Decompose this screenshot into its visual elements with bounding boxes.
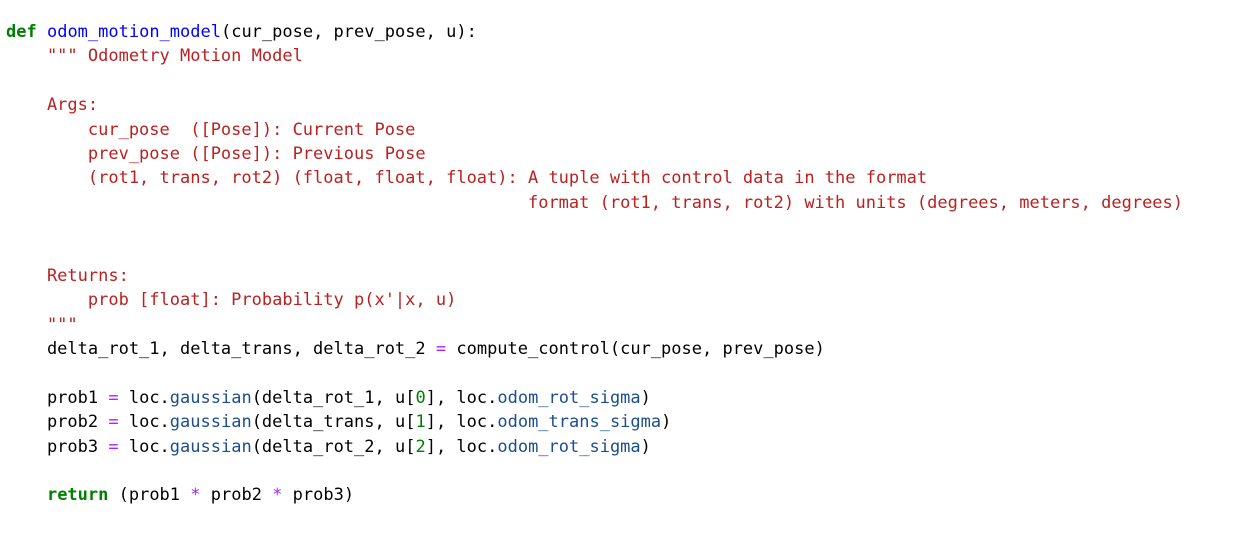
return-expr: (prob1 (108, 485, 191, 506)
function-name: odom_motion_model (46, 22, 221, 42)
def-keyword: def (6, 22, 37, 42)
close-paren: ) (640, 387, 651, 408)
method-name: gaussian (169, 412, 252, 433)
blank-line (6, 240, 1183, 264)
code-line-def: def odom_motion_model(cur_pose, prev_pos… (6, 20, 1183, 44)
blank-line (6, 459, 1183, 483)
return-expr: prob2 (200, 485, 273, 506)
multiply-operator: * (272, 485, 283, 506)
variable: prob1 (6, 387, 109, 408)
call-args: ], loc. (425, 412, 498, 433)
variable: prob3 (6, 436, 109, 457)
docstring-line: prev_pose ([Pose]): Previous Pose (6, 143, 426, 164)
call-args: (delta_trans, u[ (251, 412, 416, 433)
multiply-operator: * (190, 485, 201, 506)
index-number: 1 (415, 412, 426, 433)
call-args: (delta_rot_2, u[ (251, 436, 416, 457)
compute-control-call: compute_control(cur_pose, prev_pose) (446, 339, 825, 360)
return-keyword: return (46, 485, 109, 506)
attribute-name: odom_rot_sigma (497, 387, 641, 408)
index-number: 0 (415, 387, 426, 408)
blank-line (6, 69, 1183, 93)
assignment-targets: delta_rot_1, delta_trans, delta_rot_2 (6, 339, 436, 360)
return-expr: prob3) (282, 485, 355, 506)
call-args: (delta_rot_1, u[ (251, 387, 416, 408)
indent (6, 485, 47, 505)
call-args: ], loc. (425, 436, 498, 457)
method-name: gaussian (169, 387, 252, 408)
variable: prob2 (6, 412, 109, 433)
code-line-prob3: prob3 = loc.gaussian(delta_rot_2, u[2], … (6, 435, 1183, 459)
docstring-line: cur_pose ([Pose]): Current Pose (6, 119, 416, 140)
close-paren: ) (661, 412, 672, 433)
docstring-line: """ (6, 314, 78, 335)
assign-operator: = (108, 412, 119, 433)
docstring-line: format (rot1, trans, rot2) with units (d… (6, 192, 1184, 213)
index-number: 2 (415, 436, 426, 457)
docstring-line: (rot1, trans, rot2) (float, float, float… (6, 168, 928, 189)
object-ref: loc. (118, 412, 170, 433)
assign-operator: = (435, 339, 447, 360)
docstring-line: Args: (6, 95, 99, 116)
blank-line (6, 361, 1183, 385)
close-paren: ) (640, 436, 651, 457)
docstring-line: """ Odometry Motion Model (6, 46, 303, 67)
docstring-line: prob [float]: Probability p(x'|x, u) (6, 290, 457, 311)
code-line-prob1: prob1 = loc.gaussian(delta_rot_1, u[0], … (6, 386, 1183, 410)
blank-line (6, 215, 1183, 239)
attribute-name: odom_trans_sigma (497, 412, 662, 433)
call-args: ], loc. (425, 387, 498, 408)
attribute-name: odom_rot_sigma (497, 436, 641, 457)
object-ref: loc. (118, 387, 170, 408)
object-ref: loc. (118, 436, 170, 457)
code-line-return: return (prob1 * prob2 * prob3) (6, 483, 1183, 507)
code-line-prob2: prob2 = loc.gaussian(delta_trans, u[1], … (6, 410, 1183, 434)
assign-operator: = (108, 436, 119, 457)
assign-operator: = (108, 387, 119, 408)
function-signature: (cur_pose, prev_pose, u): (220, 22, 477, 42)
code-line-compute-control: delta_rot_1, delta_trans, delta_rot_2 = … (6, 337, 1183, 361)
method-name: gaussian (169, 436, 252, 457)
code-cell[interactable]: def odom_motion_model(cur_pose, prev_pos… (6, 20, 1183, 508)
docstring-line: Returns: (6, 265, 129, 286)
